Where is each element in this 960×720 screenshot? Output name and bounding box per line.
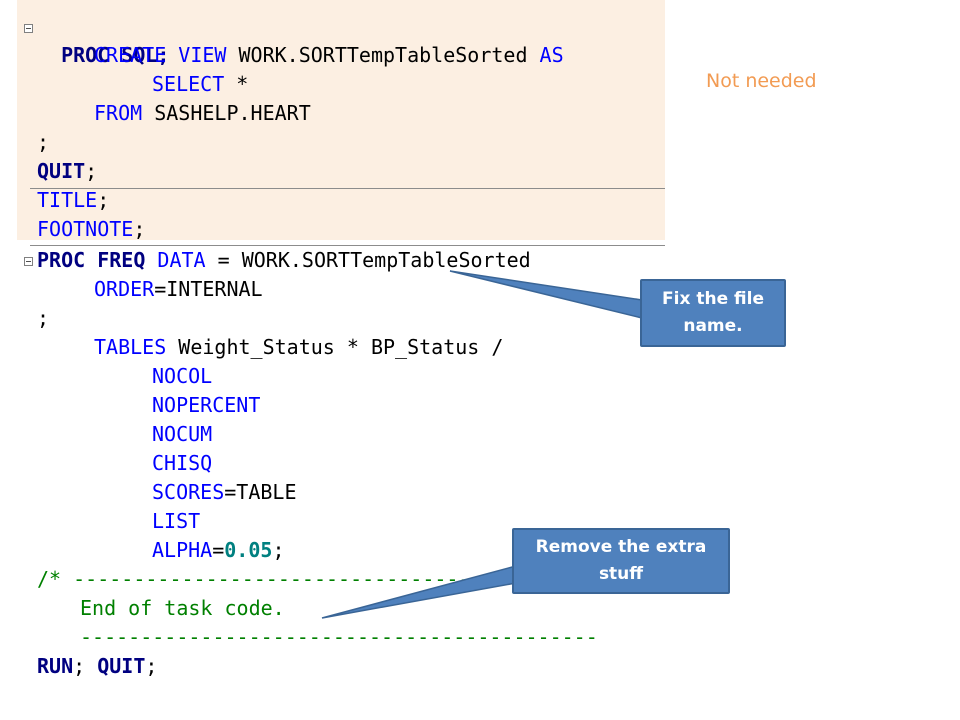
scores-option: SCORES: [152, 480, 225, 504]
code-line-quit: QUIT;: [37, 157, 97, 186]
code-line-proc-freq: PROC FREQ DATA = WORK.SORTTempTableSorte…: [37, 246, 531, 275]
code-line-comment-text: End of task code.: [80, 594, 285, 623]
footnote-keyword: FOOTNOTE: [37, 217, 134, 241]
code-line-proc-sql: PROC SQL;: [37, 12, 169, 67]
remove-extra-callout: Remove the extra stuff: [512, 528, 730, 594]
nopercent-option: NOPERCENT: [152, 393, 261, 417]
order-keyword: ORDER: [94, 277, 155, 301]
code-line-semicolon: ;: [37, 304, 49, 333]
code-line-order: ORDER=INTERNAL: [94, 275, 263, 304]
semicolon: ;: [272, 538, 285, 562]
semicolon: ;: [37, 130, 50, 154]
nocol-option: NOCOL: [152, 364, 213, 388]
code-line-create-view: CREATE VIEW WORK.SORTTempTableSorted AS: [94, 41, 564, 70]
view-name: WORK.SORTTempTableSorted: [226, 43, 540, 67]
code-line-scores: SCORES=TABLE: [152, 478, 297, 507]
alpha-option: ALPHA: [152, 538, 213, 562]
semicolon: ;: [133, 217, 146, 241]
code-separator: [30, 245, 665, 246]
equals-sign: =: [212, 538, 225, 562]
title-keyword: TITLE: [37, 188, 98, 212]
fix-file-name-callout: Fix the file name.: [640, 279, 786, 347]
code-line-nopercent: NOPERCENT: [152, 391, 260, 420]
quit-keyword: QUIT: [37, 159, 86, 183]
semicolon: ;: [85, 159, 98, 183]
collapse-icon[interactable]: [24, 24, 33, 33]
list-option: LIST: [152, 509, 201, 533]
proc-sql-keyword: PROC SQL;: [61, 43, 170, 67]
semicolon: ;: [97, 188, 110, 212]
create-view-keyword: CREATE VIEW: [94, 43, 227, 67]
select-star: *: [224, 72, 249, 96]
semicolon: ;: [145, 654, 158, 678]
code-line-nocum: NOCUM: [152, 420, 212, 449]
fix-file-name-pointer: [449, 270, 643, 319]
alpha-value: 0.05: [224, 538, 273, 562]
data-keyword: DATA: [145, 248, 206, 272]
code-separator: [30, 188, 665, 189]
as-keyword: AS: [539, 43, 564, 67]
fix-file-name-text: Fix the file name.: [662, 289, 764, 336]
chisq-option: CHISQ: [152, 451, 213, 475]
scores-value: =TABLE: [224, 480, 297, 504]
from-keyword: FROM: [94, 101, 143, 125]
order-value: =INTERNAL: [154, 277, 263, 301]
not-needed-note: Not needed: [706, 70, 817, 92]
semicolon: ;: [37, 306, 50, 330]
remove-extra-pointer: [321, 565, 517, 619]
tables-value: Weight_Status * BP_Status /: [166, 335, 504, 359]
comment-end-task: End of task code.: [80, 596, 285, 620]
select-keyword: SELECT: [152, 72, 225, 96]
code-line-footnote: FOOTNOTE;: [37, 215, 145, 244]
code-line-chisq: CHISQ: [152, 449, 212, 478]
collapse-icon[interactable]: [24, 257, 33, 266]
remove-extra-text: Remove the extra stuff: [535, 537, 707, 584]
code-line-select: SELECT *: [152, 70, 248, 99]
quit-keyword: QUIT: [85, 654, 146, 678]
data-value: = WORK.SORTTempTableSorted: [205, 248, 531, 272]
from-table: SASHELP.HEART: [142, 101, 311, 125]
code-line-alpha: ALPHA=0.05;: [152, 536, 284, 565]
code-line-from: FROM SASHELP.HEART: [94, 99, 311, 128]
code-line-tables: TABLES Weight_Status * BP_Status /: [94, 333, 503, 362]
code-line-run-quit: RUN; QUIT;: [37, 652, 157, 681]
proc-freq-keyword: PROC FREQ: [37, 248, 146, 272]
code-line-semicolon: ;: [37, 128, 49, 157]
unneeded-code-highlight: [17, 0, 665, 240]
code-line-list: LIST: [152, 507, 200, 536]
code-line-comment-close: ----------------------------------------…: [80, 623, 598, 652]
nocum-option: NOCUM: [152, 422, 213, 446]
code-line-nocol: NOCOL: [152, 362, 212, 391]
comment-close: ----------------------------------------…: [80, 625, 598, 649]
semicolon: ;: [73, 654, 86, 678]
tables-keyword: TABLES: [94, 335, 167, 359]
code-line-title: TITLE;: [37, 186, 109, 215]
run-keyword: RUN: [37, 654, 74, 678]
